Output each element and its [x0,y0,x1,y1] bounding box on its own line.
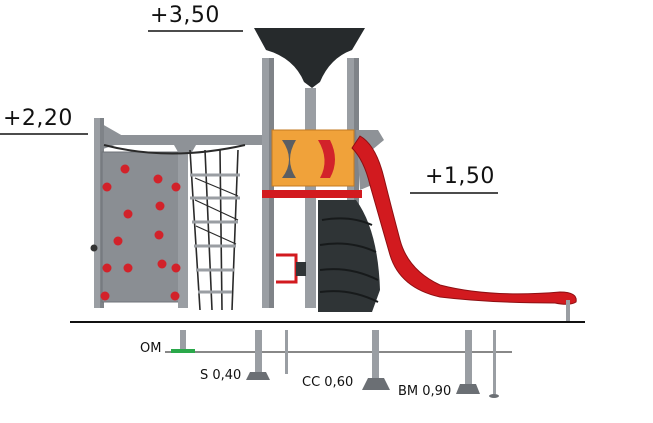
left-post [94,118,104,308]
climbing-hold-icon [154,230,164,240]
main-tower [254,28,384,312]
deck-panel-cutout [282,140,296,178]
foundation-cc [362,330,390,390]
foundation-bm [456,330,499,398]
foundation-s [246,330,288,380]
red-slide [351,135,577,305]
rope-rungs-dark [194,177,239,245]
deck-panel-cutout [318,140,335,178]
height-label-left: +2,20 [3,106,73,131]
middle-post [178,138,188,308]
climbing-hold-icon [100,291,110,301]
climbing-wall [101,151,185,303]
foundation-label-om: OM [140,341,162,356]
tunnel-slide [318,200,380,312]
low-handrail-block [296,262,306,276]
climbing-hold-icon [155,201,165,211]
foundation-om [171,330,195,353]
height-label-right: +1,50 [425,164,495,189]
foundation-label-s: S 0,40 [200,368,242,383]
foundation-label-cc: CC 0,60 [302,375,354,390]
climbing-hold-icon [102,263,112,273]
climbing-hold-icon [123,209,133,219]
height-label-top: +3,50 [150,3,220,28]
foundation-label-bm: BM 0,90 [398,384,452,399]
climbing-hold-icon [90,244,98,252]
deck-panel [271,129,355,187]
roof-canopy [254,28,365,88]
rope-rungs [190,173,240,294]
climbing-hold-icon [120,164,130,174]
climbing-hold-icon [171,263,181,273]
climbing-hold-icon [170,291,180,301]
slide-foot-post [566,300,570,322]
tunnel-ribs [319,217,379,303]
climbing-hold-icon [153,174,163,184]
climbing-hold-icon [123,263,133,273]
climbing-frame [90,118,270,311]
om-ground-marker [171,349,195,353]
climbing-hold-icon [171,182,181,192]
climbing-hold-icon [113,236,123,246]
tower-post-right-shade [354,58,359,308]
rope-top [103,144,246,155]
deck-floor [262,190,362,198]
middle-bracket [170,138,200,152]
rope-net [189,149,239,311]
climbing-hold-icon [102,182,112,192]
low-handrail [276,253,298,284]
climbing-hold-icon [157,259,167,269]
